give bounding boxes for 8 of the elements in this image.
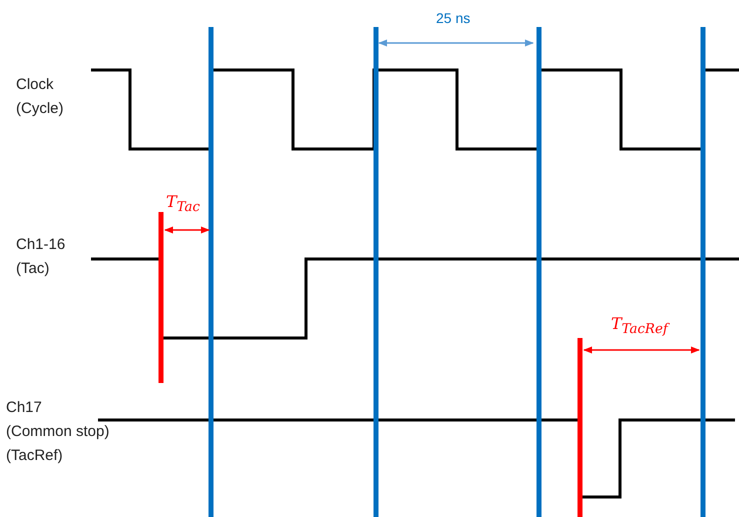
interval-label: T$_{TacRef}$ (611, 315, 668, 340)
interval-label: T$_{Tac}$ (166, 193, 200, 218)
interval-label: 25 ns (436, 9, 470, 28)
signal-label: Clock (Cycle) (16, 75, 64, 119)
signal-label: (Common stop) (6, 422, 110, 442)
signal-label: Ch17 (6, 398, 42, 418)
signal-label: Ch1-16 (Tac) (16, 235, 66, 279)
signal-label: (TacRef) (6, 446, 63, 466)
